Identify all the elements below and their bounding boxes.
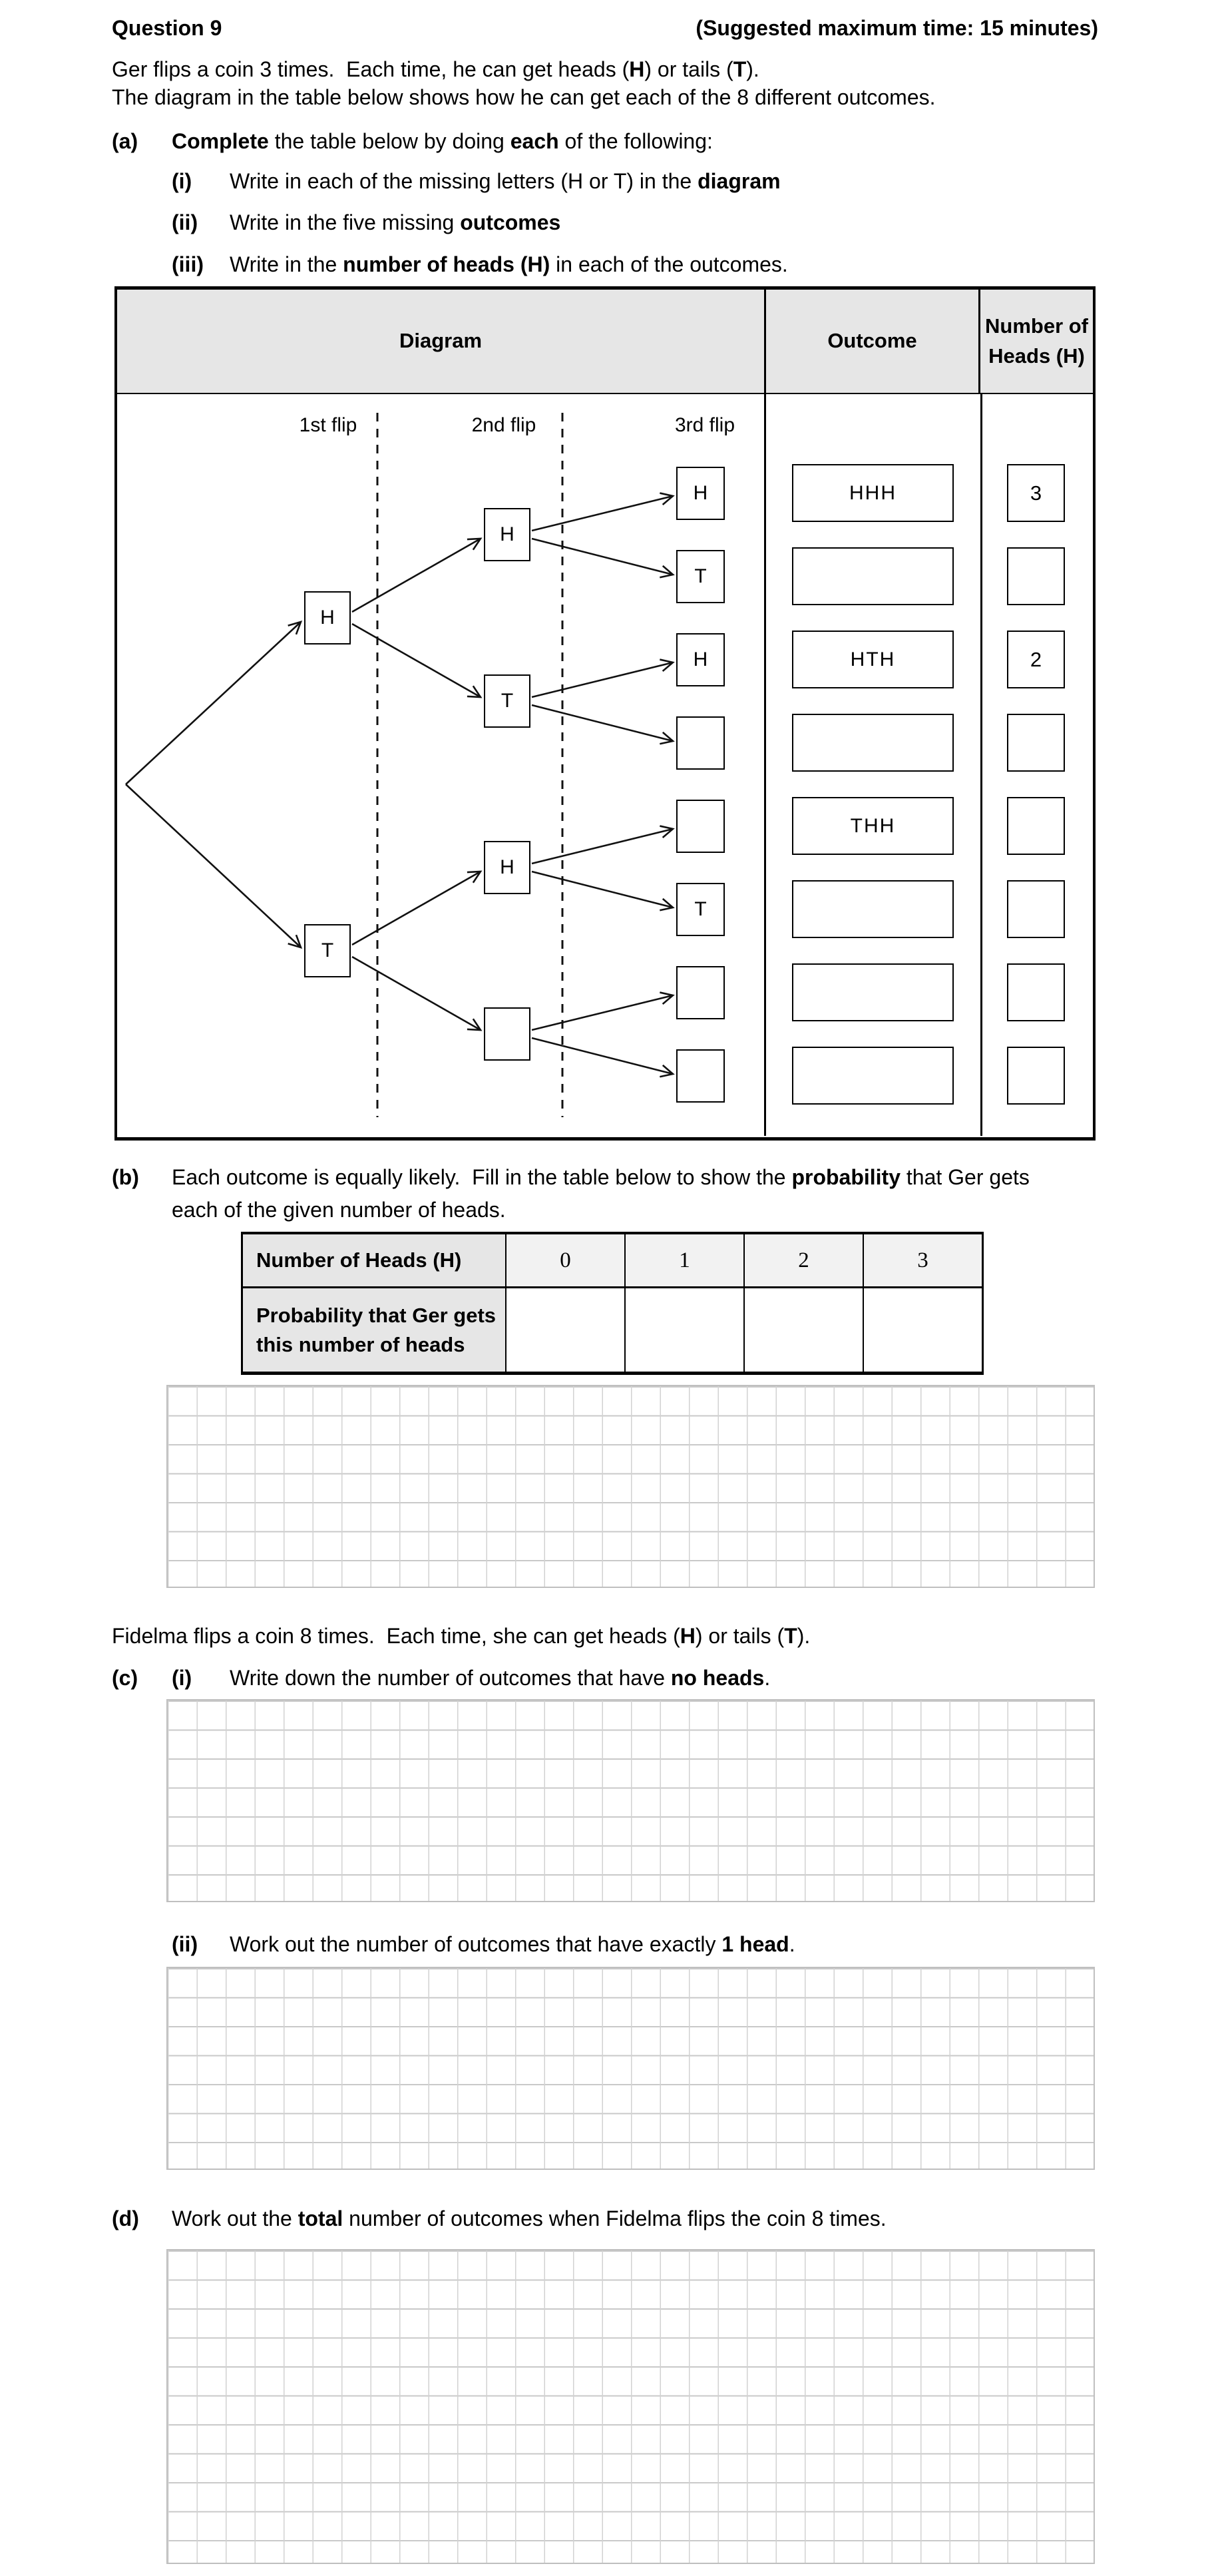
flip3-node-7-blank[interactable] [676, 966, 725, 1019]
flip3-node-3: H [676, 633, 725, 686]
suggested-time-note: (Suggested maximum time: 15 minutes) [696, 16, 1098, 40]
header-diagram: Diagram [399, 329, 483, 353]
heads-box-6-blank[interactable] [1007, 880, 1065, 938]
heads-box-4-blank[interactable] [1007, 714, 1065, 772]
working-grid-part-d[interactable] [166, 2249, 1095, 2564]
heads-box-3: 2 [1007, 631, 1065, 688]
working-grid-part-c-ii[interactable] [166, 1967, 1095, 2170]
intro-line-1: Ger flips a coin 3 times. Each time, he … [112, 57, 759, 81]
prob-cell-3[interactable] [863, 1288, 982, 1372]
flip2-node-4-blank[interactable] [484, 1007, 530, 1061]
part-a-iii-label: (iii) [172, 252, 204, 276]
working-grid-part-c-i[interactable] [166, 1699, 1095, 1902]
prob-header-label: Number of Heads (H) [243, 1234, 505, 1286]
part-c-i-text: Write down the number of outcomes that h… [230, 1666, 771, 1690]
flip-label-1: 1st flip [299, 414, 357, 436]
flip2-node-2: T [484, 674, 530, 728]
outcomes-table-body: 1st flip 2nd flip 3rd flip H T H T H H T… [117, 394, 1093, 1136]
column-divider-1 [764, 394, 766, 1136]
intro-line-2: The diagram in the table below shows how… [112, 85, 936, 109]
tree-arrows [125, 413, 675, 1117]
heads-box-8-blank[interactable] [1007, 1047, 1065, 1105]
outcome-column: HHH HTH THH [766, 394, 980, 1136]
part-a-label: (a) [112, 129, 138, 153]
prob-cell-2[interactable] [743, 1288, 863, 1372]
part-b-text-line-2: each of the given number of heads. [172, 1198, 506, 1222]
part-a-iii-text: Write in the number of heads (H) in each… [230, 252, 788, 276]
heads-box-1: 3 [1007, 464, 1065, 522]
flip2-node-1: H [484, 508, 530, 561]
tree-diagram: 1st flip 2nd flip 3rd flip H T H T H H T… [117, 394, 764, 1136]
outcomes-table: Diagram Outcome Number of Heads (H) [114, 286, 1096, 1141]
flip1-node-h: H [304, 591, 351, 644]
prob-col-2: 2 [743, 1234, 863, 1286]
part-b-text-line-1: Each outcome is equally likely. Fill in … [172, 1165, 1030, 1189]
probability-table-answer-row: Probability that Ger gets this number of… [243, 1286, 982, 1372]
flip3-node-2: T [676, 550, 725, 603]
working-grid-part-b[interactable] [166, 1385, 1095, 1588]
prob-col-3: 3 [863, 1234, 982, 1286]
outcome-box-4-blank[interactable] [792, 714, 954, 772]
heads-count-column: 3 2 [982, 394, 1093, 1136]
header-outcome: Outcome [764, 290, 978, 393]
column-divider-2 [980, 394, 982, 1136]
outcomes-table-header: Diagram Outcome Number of Heads (H) [117, 290, 1093, 394]
outcome-box-8-blank[interactable] [792, 1047, 954, 1105]
flip2-node-3: H [484, 841, 530, 894]
header-number-of-heads: Number of Heads (H) [978, 290, 1093, 393]
outcome-box-3: HTH [792, 631, 954, 688]
outcome-box-2-blank[interactable] [792, 547, 954, 605]
part-a-i-label: (i) [172, 169, 192, 193]
part-c-ii-label: (ii) [172, 1932, 198, 1956]
outcome-box-1: HHH [792, 464, 954, 522]
prob-row-label: Probability that Ger gets this number of… [243, 1288, 505, 1372]
prob-col-1: 1 [624, 1234, 743, 1286]
flip3-node-6: T [676, 883, 725, 936]
part-c-i-label: (i) [172, 1666, 192, 1690]
part-a-ii-label: (ii) [172, 210, 198, 234]
flip1-node-t: T [304, 924, 351, 977]
probability-table-header-row: Number of Heads (H) 0 1 2 3 [243, 1234, 982, 1286]
heads-box-2-blank[interactable] [1007, 547, 1065, 605]
fidelma-intro: Fidelma flips a coin 8 times. Each time,… [112, 1624, 811, 1648]
outcome-box-5: THH [792, 797, 954, 855]
part-c-ii-text: Work out the number of outcomes that hav… [230, 1932, 795, 1956]
probability-table: Number of Heads (H) 0 1 2 3 Probability … [241, 1232, 984, 1375]
part-a-text: Complete the table below by doing each o… [172, 129, 713, 153]
heads-box-5-blank[interactable] [1007, 797, 1065, 855]
flip-label-2: 2nd flip [471, 414, 536, 436]
part-d-label: (d) [112, 2206, 139, 2230]
flip-label-3: 3rd flip [674, 414, 735, 436]
part-c-label: (c) [112, 1666, 138, 1690]
prob-cell-0[interactable] [505, 1288, 624, 1372]
outcome-box-7-blank[interactable] [792, 963, 954, 1021]
question-title: Question 9 [112, 16, 222, 40]
part-b-label: (b) [112, 1165, 139, 1189]
flip3-node-5-blank[interactable] [676, 800, 725, 853]
heads-box-7-blank[interactable] [1007, 963, 1065, 1021]
part-a-i-text: Write in each of the missing letters (H … [230, 169, 781, 193]
flip3-node-1: H [676, 467, 725, 520]
flip3-node-4-blank[interactable] [676, 716, 725, 770]
outcome-box-6-blank[interactable] [792, 880, 954, 938]
part-d-text: Work out the total number of outcomes wh… [172, 2206, 887, 2230]
prob-col-0: 0 [505, 1234, 624, 1286]
prob-cell-1[interactable] [624, 1288, 743, 1372]
flip3-node-8-blank[interactable] [676, 1049, 725, 1103]
part-a-ii-text: Write in the five missing outcomes [230, 210, 561, 234]
